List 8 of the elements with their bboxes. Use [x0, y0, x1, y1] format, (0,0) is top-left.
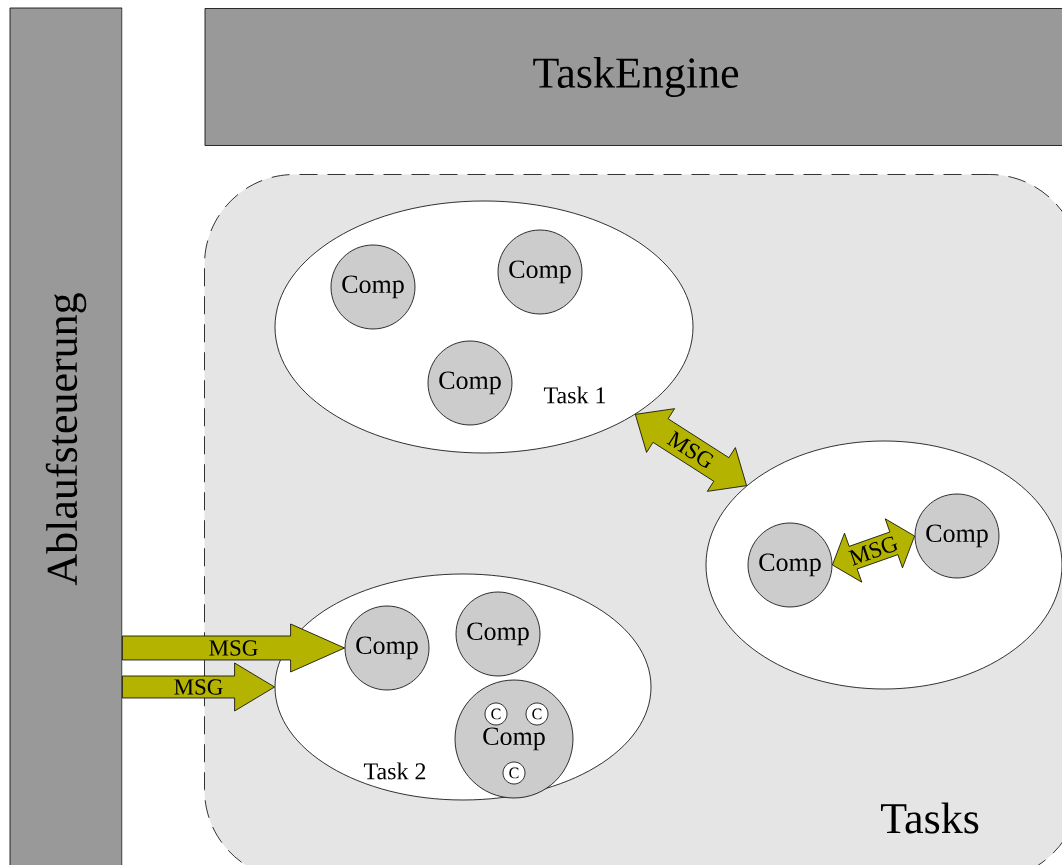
header-bar: TaskEngine	[204, 8, 1062, 146]
block-arrow	[122, 623, 345, 673]
block-arrow	[122, 662, 275, 712]
block-arrow	[832, 518, 915, 583]
edge-label: MSG	[848, 536, 898, 566]
block-arrow	[634, 408, 747, 492]
edge-label: MSG	[209, 640, 258, 656]
control-bar: Ablaufsteuerung	[9, 7, 123, 865]
